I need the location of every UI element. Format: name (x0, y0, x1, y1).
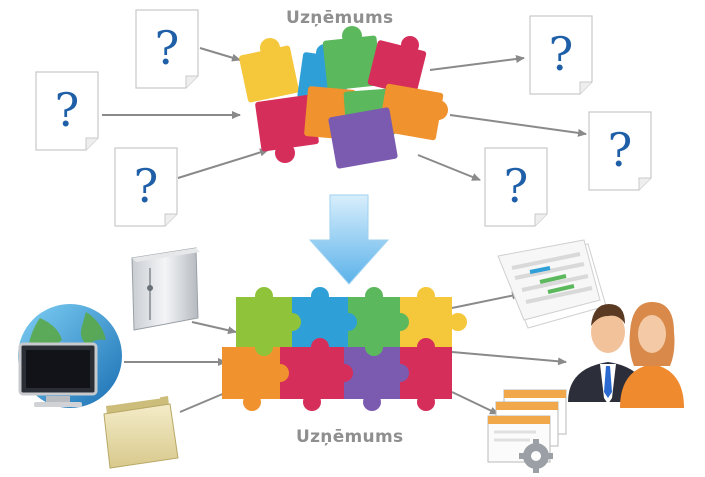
arrow-puzzle-to-windows (451, 391, 499, 415)
folder-icon (103, 392, 179, 469)
scattered-puzzle-icon (239, 26, 448, 169)
top-company-label: Uzņēmums (286, 8, 394, 28)
transform-down-arrow-icon (308, 194, 390, 285)
question-document-icon (114, 147, 178, 227)
people-icon (568, 302, 684, 408)
report-icon (497, 239, 607, 329)
arrow-puzzle-to-doc6 (417, 154, 481, 181)
question-document-icon (135, 9, 199, 89)
assembled-puzzle-icon (222, 287, 467, 411)
arrow-puzzle-to-doc4 (429, 55, 525, 71)
question-document-icon (529, 15, 593, 95)
bottom-company-label: Uzņēmums (296, 427, 404, 447)
question-document-icon (588, 111, 652, 191)
globe-monitor-icon (18, 304, 122, 408)
arrow-puzzle-to-people (451, 351, 567, 366)
question-document-icon (484, 147, 548, 227)
arrow-server-to-puzzle (191, 321, 237, 335)
arrow-doc1-to-puzzle (199, 47, 241, 62)
windows-settings-icon (487, 389, 567, 473)
arrow-puzzle-to-doc5 (449, 114, 587, 137)
arrow-puzzle-to-report (451, 291, 521, 309)
server-icon (131, 247, 200, 331)
question-document-icon (35, 71, 99, 151)
arrow-doc3-to-puzzle (177, 148, 269, 179)
